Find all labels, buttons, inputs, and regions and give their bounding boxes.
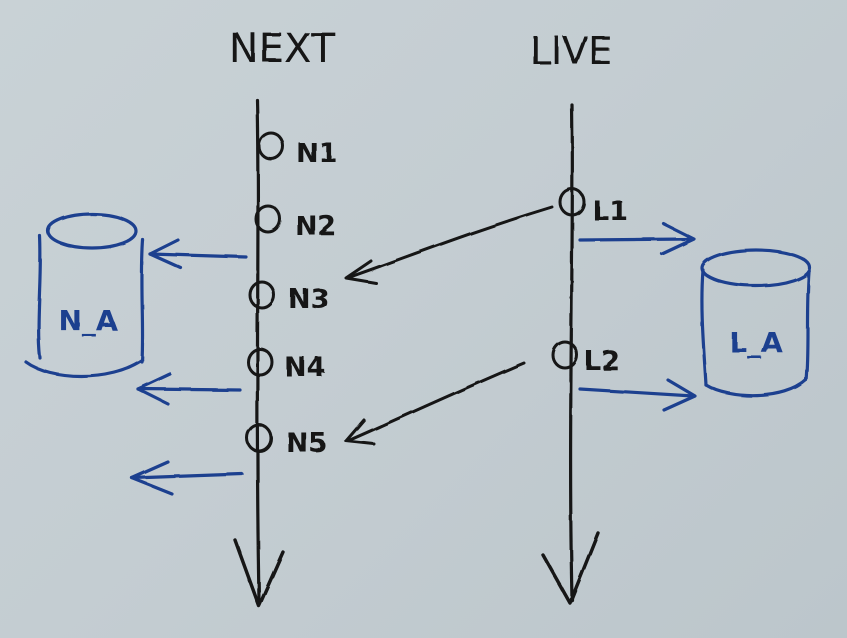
arrow-l2-to-n5-head (344, 418, 376, 446)
live-store-label: L_A (729, 326, 783, 359)
arrow-l1-to-n3 (348, 205, 554, 279)
arrow-l1-to-store-head (660, 222, 696, 256)
arrow-n5-to-store (130, 472, 244, 480)
node-n2-label: N2 (295, 211, 336, 242)
arrow-l2-to-store-head (662, 378, 697, 412)
next-store-label: N_A (58, 304, 117, 337)
arrow-n2-to-store-head (148, 238, 183, 270)
arrow-l2-to-n5 (348, 361, 526, 442)
node-l1-label: L1 (592, 196, 628, 227)
arrow-n4-to-store (136, 387, 242, 392)
live-column-title: LIVE (530, 29, 612, 73)
node-l1-circle (558, 187, 586, 217)
next-column-title: NEXT (229, 26, 336, 72)
live-timeline (568, 103, 575, 602)
next-timeline (255, 98, 261, 602)
next-store-cylinder (24, 212, 145, 378)
node-n5-label: N5 (286, 428, 327, 459)
node-n5-circle (245, 423, 273, 453)
node-n3-circle (248, 280, 276, 310)
arrow-l1-to-store (578, 237, 694, 242)
node-n4-label: N4 (284, 352, 325, 383)
arrow-n2-to-store (148, 252, 248, 259)
arrow-n5-to-store-head (130, 460, 174, 496)
live-store-cylinder (700, 248, 812, 398)
node-l2-circle (551, 340, 579, 370)
node-n2-circle (254, 204, 282, 234)
node-n1-circle (257, 131, 285, 161)
node-l2-label: L2 (584, 346, 620, 377)
arrow-n4-to-store-head (136, 372, 172, 406)
node-n4-circle (246, 347, 274, 377)
arrow-l1-to-n3-head (344, 259, 378, 285)
arrow-l2-to-store (578, 387, 695, 398)
node-n3-label: N3 (288, 284, 329, 315)
live-timeline-arrowhead (541, 531, 600, 605)
next-timeline-arrowhead (233, 538, 285, 608)
node-n1-label: N1 (296, 138, 337, 169)
